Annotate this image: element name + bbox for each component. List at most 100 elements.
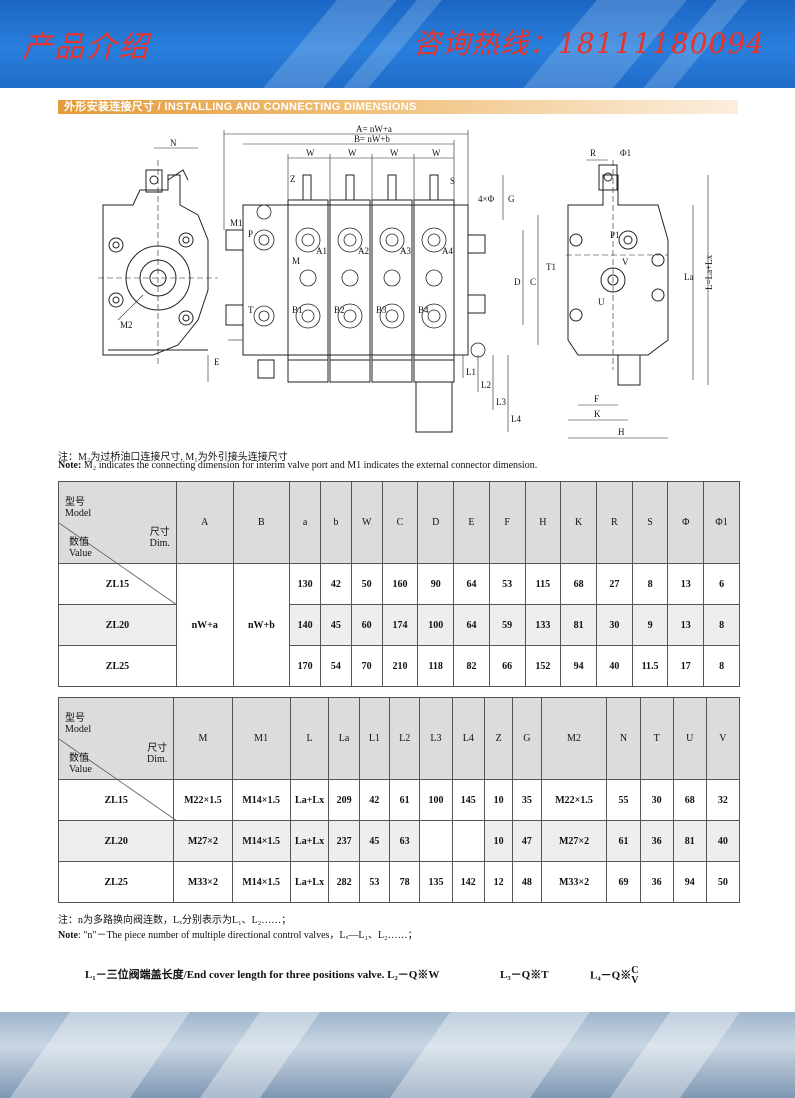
value-cell: 45 [320,604,352,646]
col-header: B [232,481,291,564]
corner-dim-cn: 尺寸 [147,742,168,754]
label-A2: A2 [358,246,369,256]
value-cell: 55 [606,779,641,821]
value-cell: M14×1.5 [231,779,291,821]
label-U: U [598,297,605,307]
value-cell: M27×2 [540,820,608,862]
label-T: T [248,305,254,315]
col-header: M1 [231,697,291,780]
hotline: 咨询热线：18111180094 [413,27,765,60]
col-header: L1 [358,697,391,780]
header-title: 产品介绍 [22,30,150,65]
legend-l3: L₃－Q※T [500,969,549,981]
value-cell: La+Lx [289,820,330,862]
value-cell: 6 [703,563,740,605]
value-cell: 50 [350,563,383,605]
col-header: K [560,481,597,564]
col-header: S [631,481,669,564]
value-cell: 61 [389,779,421,821]
col-header: Φ1 [703,481,740,564]
merged-B: nW+b [232,563,291,687]
value-cell: 66 [488,645,526,687]
model-cell: ZL20 [58,604,177,646]
value-cell: 100 [419,779,453,821]
value-cell: 118 [417,645,455,687]
value-cell: M33×2 [540,861,608,903]
label-B: B= nW+b [354,134,390,144]
corner-diagonal [59,522,177,605]
value-cell: La+Lx [289,861,330,903]
label-B1: B1 [292,305,303,315]
value-cell: 59 [488,604,526,646]
label-A: A= nW+a [356,124,392,134]
model-cell: ZL15 [58,563,177,605]
label-A4: A4 [442,246,453,256]
note-1-en: Note: M₂ indicates the connecting dimens… [58,460,537,471]
note-2-text: : "n"－The piece number of multiple direc… [78,930,418,941]
col-header: G [512,697,542,780]
corner-val-en: Value [69,547,92,559]
value-cell: 82 [453,645,490,687]
col-header: T [639,697,674,780]
value-cell: 53 [358,861,391,903]
value-cell: 130 [289,563,322,605]
value-cell: 36 [639,861,674,903]
col-header: L4 [451,697,485,780]
value-cell: 8 [703,604,740,646]
corner-diagonal [59,738,177,821]
value-cell: 42 [320,563,352,605]
label-P1: P1 [610,230,620,240]
label-phi1: Φ1 [620,148,631,158]
value-cell: 68 [672,779,707,821]
label-C: C [530,277,536,287]
value-cell: 50 [705,861,741,903]
value-cell: 282 [328,861,360,903]
value-cell: 64 [453,604,490,646]
table-row: ZL15 nW+a nW+b 130 42 50 160 90 64 53 11… [58,563,740,687]
col-header: Z [483,697,514,780]
label-L4: L4 [511,414,521,424]
legend-l1-l2: L₁－三位阀端盖长度/End cover length for three po… [85,969,440,981]
value-cell: 94 [560,645,597,687]
value-cell: 69 [606,861,641,903]
corner-mod-en: Model [65,723,92,735]
label-L1: L1 [466,367,476,377]
value-cell: 68 [560,563,597,605]
col-header: a [289,481,322,564]
note-1-text: M₂ indicates the connecting dimension fo… [81,460,538,471]
label-A3: A3 [400,246,411,256]
value-cell: 90 [417,563,455,605]
col-header: C [381,481,419,564]
label-W-1: W [306,148,315,158]
label-D: D [514,277,521,287]
value-cell: M27×2 [173,820,233,862]
label-W-4: W [432,148,441,158]
label-L3: L3 [496,397,506,407]
dimension-drawing: N M2 [98,124,714,439]
note-2-en: Note: "n"－The piece number of multiple d… [58,926,418,941]
label-N: N [170,138,177,148]
label-F: F [594,394,599,404]
col-header: M [173,697,233,780]
value-cell: 145 [451,779,485,821]
value-cell: M14×1.5 [231,861,291,903]
label-W-2: W [348,148,357,158]
label-G: G [508,194,515,204]
value-cell: 237 [328,820,360,862]
value-cell: 8 [631,563,669,605]
corner-dim-cn: 尺寸 [149,526,170,538]
value-cell: 48 [512,861,542,903]
note-2-cn: 注：n为多路换向阀连数，Lₓ分别表示为L₁、L₂……； [58,915,292,926]
value-cell: 81 [560,604,597,646]
value-cell: 81 [672,820,707,862]
value-cell: 152 [524,645,562,687]
table-row: ZL20 140 45 60 174 100 64 59 133 81 30 9… [58,604,740,646]
value-cell: 17 [667,645,705,687]
value-cell: 35 [512,779,542,821]
value-cell: 8 [703,645,740,687]
label-L2: L2 [481,380,491,390]
value-cell: 209 [328,779,360,821]
value-cell [419,820,453,862]
value-cell: 42 [358,779,391,821]
